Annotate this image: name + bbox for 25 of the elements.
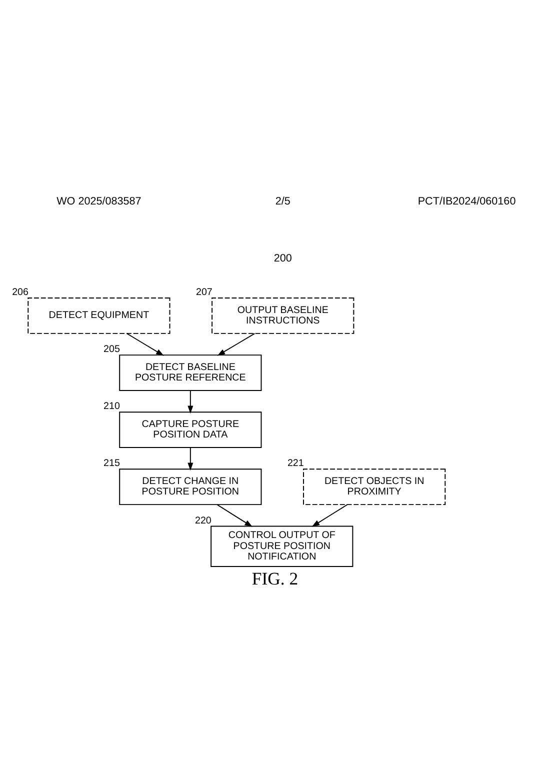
node-box: DETECT BASELINE POSTURE REFERENCE <box>119 354 262 391</box>
node-box: DETECT CHANGE IN POSTURE POSITION <box>119 468 262 506</box>
arrow <box>216 504 253 527</box>
arrow <box>312 504 348 527</box>
arrow <box>188 390 194 414</box>
node-label: 215 <box>104 458 120 470</box>
label: WO 2025/083587 <box>56 195 142 208</box>
node-label: 205 <box>104 344 120 356</box>
label: 2/5 <box>275 195 290 208</box>
node-label: 220 <box>195 515 212 526</box>
node-box: OUTPUT BASELINE INSTRUCTIONS <box>212 298 354 334</box>
node-box: CAPTURE POSTURE POSITION DATA <box>119 412 262 448</box>
node-box: CONTROL OUTPUT OF POSTURE POSITION NOTIFICATION <box>210 526 354 568</box>
node-box: DETECT EQUIPMENT <box>28 298 170 334</box>
arrow <box>188 447 194 471</box>
arrow <box>217 333 256 356</box>
node-box: DETECT OBJECTS IN PROXIMITY <box>303 468 446 506</box>
caption: FIG. 2 <box>252 568 298 589</box>
node-label: 207 <box>196 287 212 298</box>
node-label: 221 <box>287 458 304 470</box>
label: 200 <box>274 252 292 264</box>
node-label: 206 <box>12 287 28 298</box>
arrow <box>126 333 164 356</box>
label: PCT/IB2024/060160 <box>418 195 516 208</box>
node-label: 210 <box>104 401 120 412</box>
